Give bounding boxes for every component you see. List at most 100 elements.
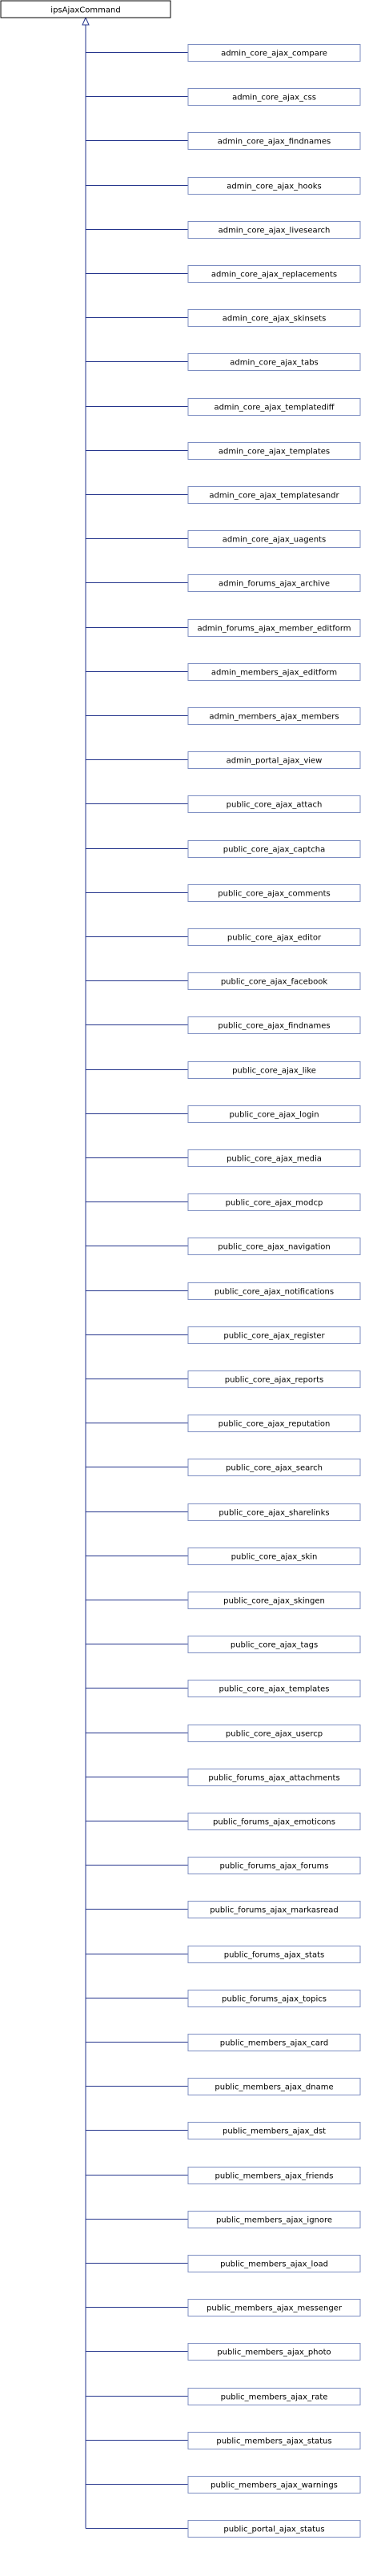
derived-class-label: public_forums_ajax_topics [222,1995,327,2004]
derived-class-label: public_forums_ajax_emoticons [213,1818,335,1827]
derived-class-node[interactable]: public_members_ajax_dname [187,2078,361,2095]
derived-class-node[interactable]: public_forums_ajax_topics [187,1990,361,2007]
derived-class-node[interactable]: public_forums_ajax_stats [187,1946,361,1963]
derived-class-node[interactable]: admin_forums_ajax_member_editform [187,619,361,637]
derived-class-node[interactable]: public_core_ajax_reputation [187,1415,361,1432]
derived-class-label: public_core_ajax_sharelinks [219,1509,329,1518]
derived-class-label: public_core_ajax_captcha [223,846,326,855]
derived-class-node[interactable]: public_core_ajax_like [187,1061,361,1079]
derived-class-node[interactable]: public_members_ajax_friends [187,2167,361,2184]
derived-class-label: admin_core_ajax_livesearch [219,227,331,235]
derived-class-node[interactable]: public_members_ajax_dst [187,2122,361,2139]
derived-class-node[interactable]: public_forums_ajax_forums [187,1857,361,1874]
derived-class-node[interactable]: public_members_ajax_status [187,2432,361,2449]
derived-class-label: public_core_ajax_skingen [223,1597,325,1606]
derived-class-node[interactable]: public_forums_ajax_emoticons [187,1813,361,1830]
derived-class-node[interactable]: public_core_ajax_notifications [187,1282,361,1300]
derived-class-label: admin_members_ajax_members [209,713,339,722]
derived-class-label: public_members_ajax_ignore [216,2216,332,2225]
derived-class-node[interactable]: public_forums_ajax_markasread [187,1901,361,1918]
derived-class-label: admin_forums_ajax_member_editform [197,625,351,634]
derived-class-node[interactable]: public_portal_ajax_status [187,2520,361,2538]
derived-class-node[interactable]: public_core_ajax_search [187,1459,361,1476]
derived-class-node[interactable]: public_core_ajax_skingen [187,1592,361,1609]
derived-class-node[interactable]: admin_core_ajax_replacements [187,265,361,283]
derived-class-label: admin_core_ajax_css [232,94,316,103]
derived-class-node[interactable]: public_core_ajax_login [187,1105,361,1123]
derived-class-label: public_core_ajax_register [223,1332,325,1341]
derived-class-node[interactable]: public_core_ajax_attach [187,795,361,813]
derived-class-node[interactable]: admin_core_ajax_templates [187,442,361,460]
derived-class-label: admin_core_ajax_compare [221,50,327,58]
derived-class-node[interactable]: admin_portal_ajax_view [187,751,361,769]
derived-class-node[interactable]: public_members_ajax_rate [187,2388,361,2405]
derived-class-node[interactable]: admin_core_ajax_compare [187,44,361,62]
derived-class-node[interactable]: public_members_ajax_warnings [187,2476,361,2493]
derived-class-node[interactable]: public_members_ajax_ignore [187,2211,361,2228]
derived-class-label: admin_core_ajax_skinsets [223,315,327,324]
base-class-node[interactable]: ipsAjaxCommand [0,0,171,18]
derived-class-node[interactable]: public_members_ajax_load [187,2255,361,2272]
derived-class-node[interactable]: public_core_ajax_reports [187,1371,361,1388]
derived-class-node[interactable]: admin_core_ajax_livesearch [187,221,361,239]
derived-class-node[interactable]: public_core_ajax_usercp [187,1725,361,1742]
derived-classes: admin_core_ajax_compare admin_core_ajax_c… [187,44,361,2538]
derived-class-node[interactable]: public_core_ajax_skin [187,1548,361,1565]
derived-class-label: public_core_ajax_findnames [218,1022,330,1031]
derived-class-label: public_members_ajax_messenger [207,2304,343,2313]
derived-class-node[interactable]: public_core_ajax_findnames [187,1016,361,1034]
derived-class-node[interactable]: public_core_ajax_register [187,1326,361,1344]
derived-class-node[interactable]: public_core_ajax_captcha [187,840,361,858]
derived-class-label: public_core_ajax_reputation [219,1420,331,1429]
derived-class-node[interactable]: public_core_ajax_navigation [187,1238,361,1255]
derived-class-label: admin_forums_ajax_archive [219,580,330,589]
derived-class-label: admin_core_ajax_hooks [227,183,322,191]
derived-class-label: public_members_ajax_status [216,2437,331,2446]
derived-class-label: public_forums_ajax_markasread [210,1906,339,1915]
derived-class-node[interactable]: public_core_ajax_media [187,1149,361,1167]
derived-class-node[interactable]: admin_core_ajax_findnames [187,132,361,150]
derived-class-label: public_members_ajax_dname [215,2083,333,2092]
derived-class-node[interactable]: public_core_ajax_sharelinks [187,1503,361,1521]
derived-class-node[interactable]: public_core_ajax_templates [187,1680,361,1697]
derived-class-label: public_core_ajax_attach [227,801,323,810]
derived-class-label: public_forums_ajax_forums [219,1862,328,1871]
derived-class-label: admin_core_ajax_replacements [211,271,337,280]
derived-class-label: admin_core_ajax_templates [219,448,330,457]
derived-class-node[interactable]: public_core_ajax_comments [187,884,361,902]
derived-class-node[interactable]: public_core_ajax_editor [187,928,361,946]
derived-class-label: admin_core_ajax_findnames [218,138,331,147]
derived-class-label: public_core_ajax_usercp [226,1730,323,1739]
derived-class-label: public_members_ajax_dst [223,2127,326,2136]
derived-class-node[interactable]: public_forums_ajax_attachments [187,1769,361,1786]
derived-class-node[interactable]: admin_core_ajax_templatesandr [187,486,361,504]
derived-class-label: public_core_ajax_like [232,1067,316,1076]
derived-class-label: public_members_ajax_load [220,2260,328,2269]
derived-class-label: public_core_ajax_notifications [215,1288,334,1297]
derived-class-label: public_members_ajax_friends [215,2172,334,2181]
derived-class-label: public_core_ajax_skin [231,1553,318,1562]
derived-class-node[interactable]: admin_core_ajax_tabs [187,353,361,371]
derived-class-node[interactable]: admin_core_ajax_css [187,88,361,106]
derived-class-node[interactable]: public_members_ajax_card [187,2034,361,2051]
derived-class-node[interactable]: admin_core_ajax_hooks [187,177,361,195]
derived-class-node[interactable]: public_core_ajax_tags [187,1636,361,1653]
derived-class-node[interactable]: admin_core_ajax_templatediff [187,398,361,416]
inheritance-edges [82,16,188,2529]
derived-class-label: public_members_ajax_card [220,2039,328,2048]
derived-class-label: public_core_ajax_editor [227,934,322,943]
derived-class-node[interactable]: admin_members_ajax_members [187,707,361,725]
derived-class-node[interactable]: public_members_ajax_messenger [187,2299,361,2316]
derived-class-label: public_core_ajax_media [227,1155,322,1164]
derived-class-node[interactable]: admin_core_ajax_skinsets [187,309,361,327]
derived-class-node[interactable]: admin_forums_ajax_archive [187,574,361,592]
derived-class-label: public_forums_ajax_attachments [208,1774,339,1783]
derived-class-label: public_core_ajax_reports [225,1376,323,1385]
derived-class-node[interactable]: admin_core_ajax_uagents [187,530,361,548]
derived-class-node[interactable]: public_members_ajax_photo [187,2343,361,2361]
derived-class-node[interactable]: public_core_ajax_facebook [187,972,361,990]
derived-class-node[interactable]: public_core_ajax_modcp [187,1193,361,1211]
derived-class-label: public_forums_ajax_stats [224,1951,324,1960]
derived-class-node[interactable]: admin_members_ajax_editform [187,663,361,681]
